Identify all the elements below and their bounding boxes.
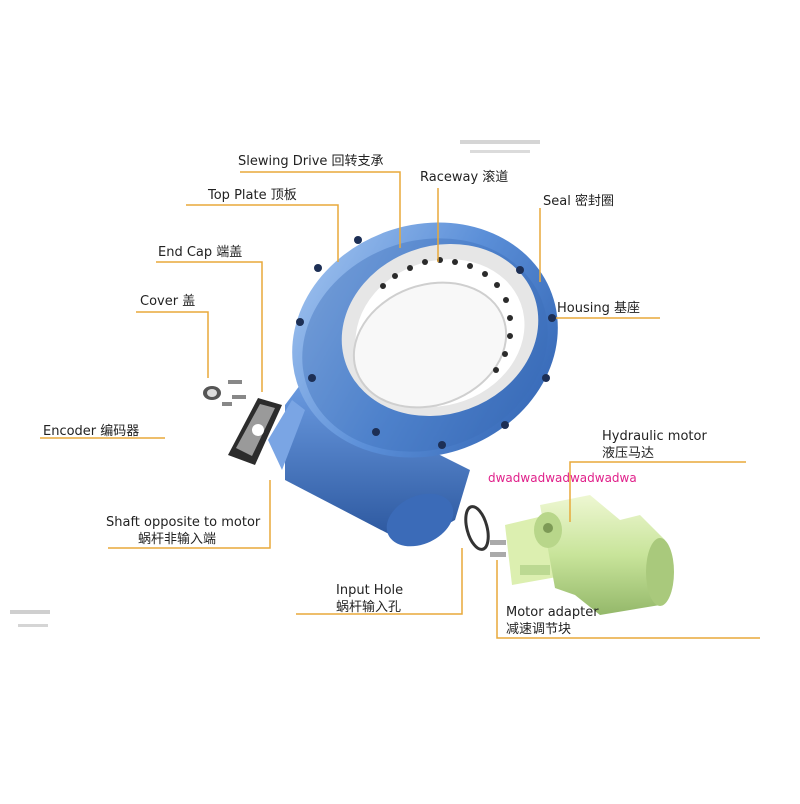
cover-part <box>203 380 246 406</box>
slewing-ring <box>292 222 558 458</box>
label-hydraulic-motor-zh: 液压马达 <box>602 446 655 461</box>
label-input-hole-en: Input Hole <box>336 583 404 598</box>
label-motor-adapter-en: Motor adapter <box>506 605 599 620</box>
label-cover: Cover 盖 <box>140 294 196 309</box>
leader-lines <box>40 171 760 639</box>
raceway-balls <box>380 257 513 373</box>
leader-slewing <box>240 171 401 248</box>
leader-cover <box>136 311 209 378</box>
label-hydraulic-motor: Hydraulic motor 液压马达 <box>602 428 707 462</box>
label-shaft-opposite: Shaft opposite to motor 蜗杆非输入端 <box>106 514 260 548</box>
label-raceway: Raceway 滚道 <box>420 170 509 185</box>
label-input-hole: Input Hole 蜗杆输入孔 <box>336 582 403 616</box>
label-hydraulic-motor-en: Hydraulic motor <box>602 429 707 444</box>
label-slewing-drive: Slewing Drive 回转支承 <box>238 154 384 169</box>
watermark-text: dwadwadwadwadwadwa <box>488 471 637 485</box>
end-cap-part <box>228 398 282 465</box>
leader-shaft <box>108 480 271 549</box>
leader-input-hole <box>296 548 463 615</box>
label-motor-adapter: Motor adapter 减速调节块 <box>506 604 599 638</box>
label-shaft-opposite-en: Shaft opposite to motor <box>106 515 261 530</box>
gasket-part <box>464 505 506 557</box>
hydraulic-motor-part <box>505 495 674 615</box>
leader-end-cap <box>156 261 263 392</box>
label-housing: Housing 基座 <box>557 301 640 316</box>
leader-top-plate <box>186 204 339 262</box>
speckle-marks <box>10 140 540 627</box>
label-end-cap: End Cap 端盖 <box>158 245 243 260</box>
leader-hydraulic <box>569 461 746 522</box>
label-motor-adapter-zh: 减速调节块 <box>506 622 572 637</box>
label-input-hole-zh: 蜗杆输入孔 <box>336 600 402 615</box>
label-seal: Seal 密封圈 <box>543 194 614 209</box>
leader-motor-adapter <box>496 560 760 639</box>
label-encoder: Encoder 编码器 <box>43 424 140 439</box>
label-shaft-opposite-zh: 蜗杆非输入端 <box>138 532 217 547</box>
bolt-holes <box>296 236 556 449</box>
label-top-plate: Top Plate 顶板 <box>208 188 297 203</box>
